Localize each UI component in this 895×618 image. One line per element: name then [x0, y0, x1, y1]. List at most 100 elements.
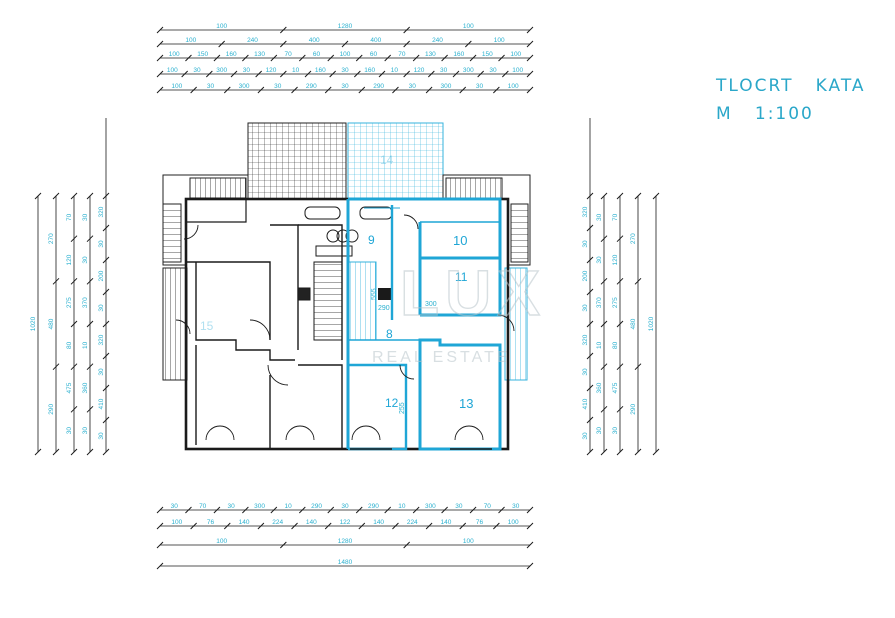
watermark-logo-text: LUX: [400, 257, 546, 329]
dimension-value: 30: [582, 368, 589, 376]
dimension-value: 80: [612, 341, 619, 349]
dimension-value: 480: [630, 318, 637, 329]
dimension-tick: [279, 40, 287, 48]
dimension-tick: [279, 541, 287, 549]
dimension-tick: [526, 54, 534, 62]
dimension-value: 30: [193, 67, 201, 74]
dimension-tick: [412, 506, 420, 514]
dimension-tick: [586, 224, 594, 232]
dimension-tick: [156, 506, 164, 514]
dimension-tick: [185, 54, 192, 62]
dimension-tick: [102, 416, 110, 424]
dimension-value: 76: [207, 519, 215, 526]
dimension-tick: [279, 26, 287, 34]
dimension-value: 30: [171, 503, 179, 510]
dimension-value: 370: [82, 297, 89, 308]
dimension-tick: [600, 235, 608, 243]
room-dimension-label: 255: [399, 402, 406, 414]
dimension-value: 30: [98, 368, 105, 376]
dimension-tick: [34, 448, 42, 456]
dimension-tick: [102, 448, 110, 456]
room-label-8: 8: [386, 327, 393, 341]
dimension-value: 100: [508, 83, 519, 90]
dimension-value: 100: [216, 23, 227, 30]
dimension-tick: [327, 54, 335, 62]
dimension-value: 60: [313, 51, 321, 58]
terrace-right: [347, 122, 444, 200]
dimension-value: 300: [463, 67, 474, 74]
dimension-tick: [355, 54, 363, 62]
dimension-value: 160: [453, 51, 464, 58]
dimension-value: 240: [432, 37, 443, 44]
dimension-tick: [34, 192, 42, 200]
dimension-value: 290: [311, 503, 322, 510]
dimension-value: 240: [247, 37, 258, 44]
dimension-tick: [52, 448, 60, 456]
dimension-tick: [526, 26, 534, 34]
dimension-tick: [384, 54, 392, 62]
dimension-tick: [298, 506, 306, 514]
dimension-tick: [526, 506, 534, 514]
dimension-tick: [156, 54, 164, 62]
dimension-tick: [156, 70, 164, 78]
dimension-tick: [52, 363, 60, 371]
dimension-value: 10: [292, 67, 300, 74]
dimension-tick: [102, 384, 110, 392]
dimension-value: 150: [197, 51, 208, 58]
dimension-value: 10: [596, 341, 603, 349]
dimension-value: 30: [582, 432, 589, 440]
dimension-tick: [586, 448, 594, 456]
dimension-tick: [156, 26, 164, 34]
dimension-tick: [327, 506, 335, 514]
dimension-tick: [52, 277, 60, 285]
dimension-tick: [384, 506, 392, 514]
dimension-value: 410: [582, 398, 589, 409]
dimension-value: 290: [373, 83, 384, 90]
dimension-tick: [493, 86, 500, 94]
dimension-value: 100: [508, 519, 519, 526]
dimension-value: 30: [341, 67, 349, 74]
dimension-value: 100: [169, 51, 180, 58]
dimension-tick: [341, 40, 349, 48]
dimension-tick: [181, 70, 189, 78]
dimension-tick: [616, 363, 624, 371]
dimension-value: 224: [272, 519, 283, 526]
dimension-tick: [257, 522, 265, 530]
dimension-tick: [355, 506, 363, 514]
dimension-value: 30: [98, 304, 105, 312]
dimension-tick: [526, 562, 534, 570]
dimension-value: 30: [341, 83, 349, 90]
room-label-13: 13: [459, 396, 473, 411]
dimension-value: 410: [98, 398, 105, 409]
dimension-tick: [223, 86, 231, 94]
dimension-value: 140: [306, 519, 317, 526]
dimension-tick: [526, 70, 534, 78]
dimension-value: 30: [512, 503, 520, 510]
dimension-tick: [616, 192, 624, 200]
dimension-value: 100: [463, 23, 474, 30]
dimension-value: 140: [239, 519, 250, 526]
dimension-value: 30: [82, 427, 89, 435]
dimension-tick: [600, 320, 608, 328]
dimension-value: 320: [98, 206, 105, 217]
dimension-value: 120: [612, 254, 619, 265]
dimension-tick: [86, 363, 94, 371]
dimension-tick: [70, 363, 78, 371]
dimension-tick: [586, 288, 594, 296]
dimension-tick: [156, 522, 164, 530]
dimension-tick: [86, 405, 94, 413]
dimension-value: 70: [484, 503, 492, 510]
dimension-value: 150: [482, 51, 493, 58]
dimension-tick: [469, 506, 477, 514]
dimension-value: 30: [243, 67, 251, 74]
dimension-tick: [257, 86, 265, 94]
door-swings: [175, 214, 515, 441]
dimension-tick: [600, 363, 608, 371]
dimension-value: 30: [274, 83, 282, 90]
dimension-value: 30: [489, 67, 497, 74]
dimension-tick: [218, 40, 226, 48]
dimension-tick: [86, 448, 94, 456]
dimension-tick: [223, 522, 231, 530]
dimension-tick: [459, 86, 467, 94]
